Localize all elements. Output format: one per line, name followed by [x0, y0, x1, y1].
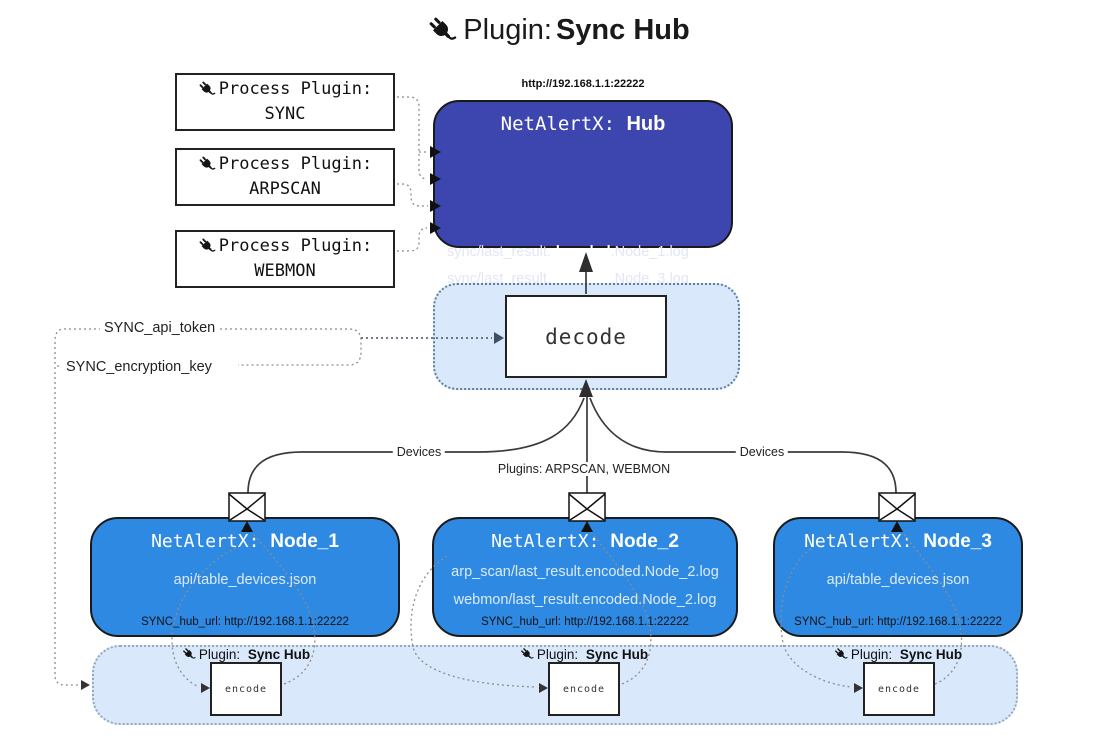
hub-entry: sync/last_result.decoded.Node_1.log [447, 244, 689, 260]
process-plugin-name: WEBMON [254, 261, 316, 281]
process-plugin-name: SYNC [264, 104, 306, 124]
node-file: api/table_devices.json [173, 572, 317, 588]
encode-plugin-label: Plugin: Sync Hub [834, 647, 962, 662]
node-box-node-1: NetAlertX: Node_1 api/table_devices.json… [90, 517, 400, 637]
encode-plugin-label: Plugin: Sync Hub [520, 647, 648, 662]
node-title: NetAlertX: Node_2 [491, 531, 679, 552]
hub-url-label: http://192.168.1.1:22222 [521, 78, 645, 90]
process-plugin-name: ARPSCAN [249, 179, 321, 199]
process-plugin-box-webmon: Process Plugin: WEBMON [175, 230, 395, 288]
hub-title: NetAlertX: Hub [500, 113, 666, 135]
title-prefix: Plugin: [463, 14, 552, 46]
label-sync-api-token: SYNC_api_token [100, 320, 220, 336]
process-plugin-label: Process Plugin: [218, 236, 373, 256]
title-name: Sync Hub [555, 14, 690, 46]
plug-icon [198, 237, 217, 256]
hub-box: NetAlertX: Hub sync/last_result.decoded.… [433, 100, 733, 336]
edge-label-devices-left: Devices [392, 445, 446, 459]
page-title: Plugin: Sync Hub [0, 14, 1117, 47]
node-box-node-3: NetAlertX: Node_3 api/table_devices.json… [773, 517, 1023, 637]
encode-box: encode [548, 662, 620, 716]
plug-icon [182, 647, 197, 662]
plug-icon [198, 80, 217, 99]
node-hub-url: SYNC_hub_url: http://192.168.1.1:22222 [794, 616, 1002, 628]
node-hub-url: SYNC_hub_url: http://192.168.1.1:22222 [141, 616, 349, 628]
plug-icon [520, 647, 535, 662]
plug-icon [427, 15, 459, 47]
node-file: arp_scan/last_result.encoded.Node_2.log [451, 564, 719, 580]
node-title: NetAlertX: Node_3 [804, 531, 992, 552]
node-box-node-2: NetAlertX: Node_2 arp_scan/last_result.e… [432, 517, 738, 637]
process-plugin-box-arpscan: Process Plugin: ARPSCAN [175, 148, 395, 206]
node-hub-url: SYNC_hub_url: http://192.168.1.1:22222 [481, 616, 689, 628]
encode-plugin-label: Plugin: Sync Hub [182, 647, 310, 662]
process-plugin-label: Process Plugin: [218, 79, 373, 99]
plug-icon [834, 647, 849, 662]
decode-box: decode [505, 295, 667, 378]
node-file: api/table_devices.json [826, 572, 970, 588]
process-plugin-label: Process Plugin: [218, 154, 373, 174]
node-file: webmon/last_result.encoded.Node_2.log [453, 592, 717, 608]
node-title: NetAlertX: Node_1 [151, 531, 339, 552]
encode-box: encode [210, 662, 282, 716]
edge-label-plugins: Plugins: ARPSCAN, WEBMON [493, 462, 675, 476]
plug-icon [198, 155, 217, 174]
label-sync-encryption-key: SYNC_encryption_key [62, 359, 216, 375]
edge-label-devices-right: Devices [735, 445, 789, 459]
encode-box: encode [863, 662, 935, 716]
process-plugin-box-sync: Process Plugin: SYNC [175, 73, 395, 131]
